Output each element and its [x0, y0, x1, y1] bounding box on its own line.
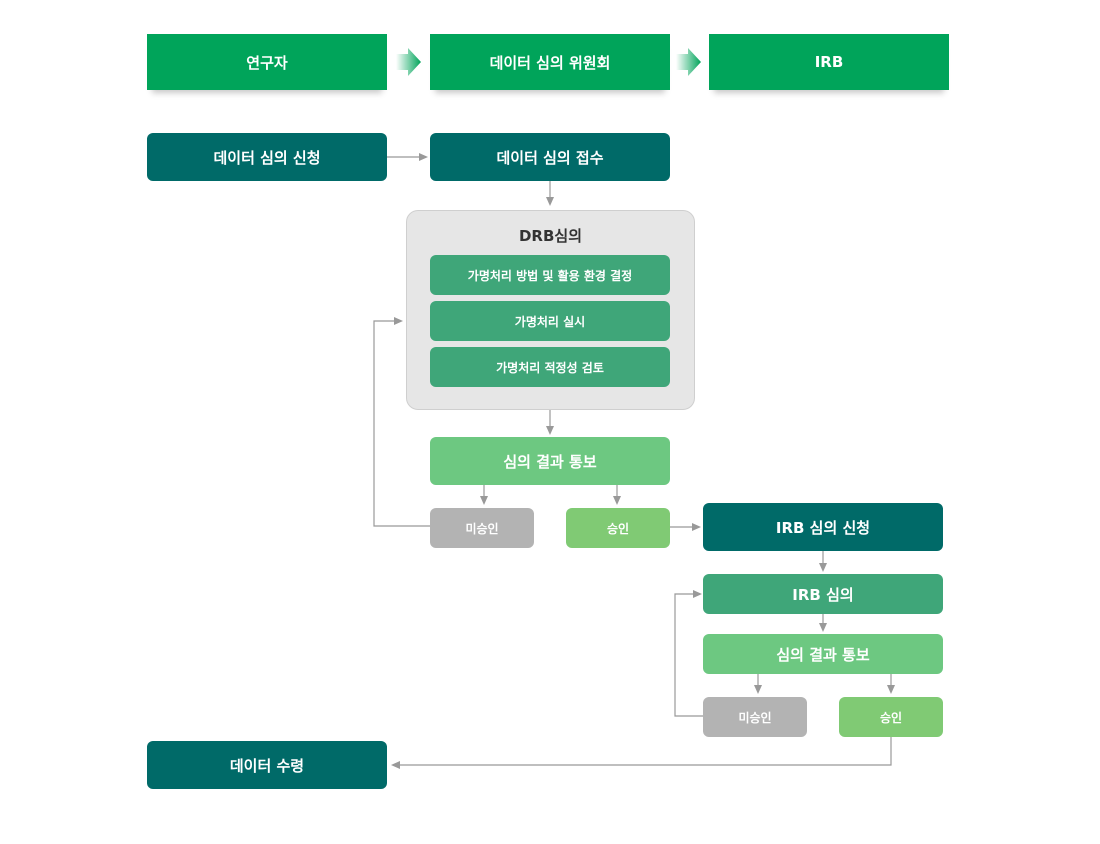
arrowhead: [480, 496, 488, 505]
irb-review-box: IRB 심의: [703, 574, 943, 614]
connector-reject-loop: [373, 320, 430, 527]
arrowhead: [693, 590, 702, 598]
header-researcher: 연구자: [147, 34, 387, 90]
irb-result-notice-box: 심의 결과 통보: [703, 634, 943, 674]
drb-step-review-adequacy: 가명처리 적정성 검토: [430, 347, 670, 387]
arrowhead: [613, 496, 621, 505]
arrowhead: [419, 153, 428, 161]
data-receipt-box: 데이터 수령: [147, 741, 387, 789]
drb-result-notice-box: 심의 결과 통보: [430, 437, 670, 485]
arrowhead: [391, 761, 400, 769]
drb-review-title: DRB심의: [518, 227, 583, 245]
connector-irb-reject-loop: [674, 593, 703, 717]
arrowhead: [819, 563, 827, 572]
header-arrow-2: [676, 48, 701, 76]
header-data-committee: 데이터 심의 위원회: [430, 34, 670, 90]
arrowhead: [887, 685, 895, 694]
header-arrow-1: [396, 48, 421, 76]
irb-approve-box: 승인: [839, 697, 943, 737]
data-review-apply-box: 데이터 심의 신청: [147, 133, 387, 181]
irb-apply-box: IRB 심의 신청: [703, 503, 943, 551]
arrowhead: [819, 623, 827, 632]
drb-step-pseudonymize: 가명처리 실시: [430, 301, 670, 341]
arrowhead: [546, 426, 554, 435]
data-review-receive-box: 데이터 심의 접수: [430, 133, 670, 181]
drb-reject-box: 미승인: [430, 508, 534, 548]
drb-approve-box: 승인: [566, 508, 670, 548]
connector-irb-approve-to-receipt: [400, 737, 892, 766]
arrowhead: [394, 317, 403, 325]
header-irb: IRB: [709, 34, 949, 90]
irb-reject-box: 미승인: [703, 697, 807, 737]
arrowhead: [754, 685, 762, 694]
arrowhead: [692, 523, 701, 531]
arrowhead: [546, 197, 554, 206]
drb-step-decide-method: 가명처리 방법 및 활용 환경 결정: [430, 255, 670, 295]
